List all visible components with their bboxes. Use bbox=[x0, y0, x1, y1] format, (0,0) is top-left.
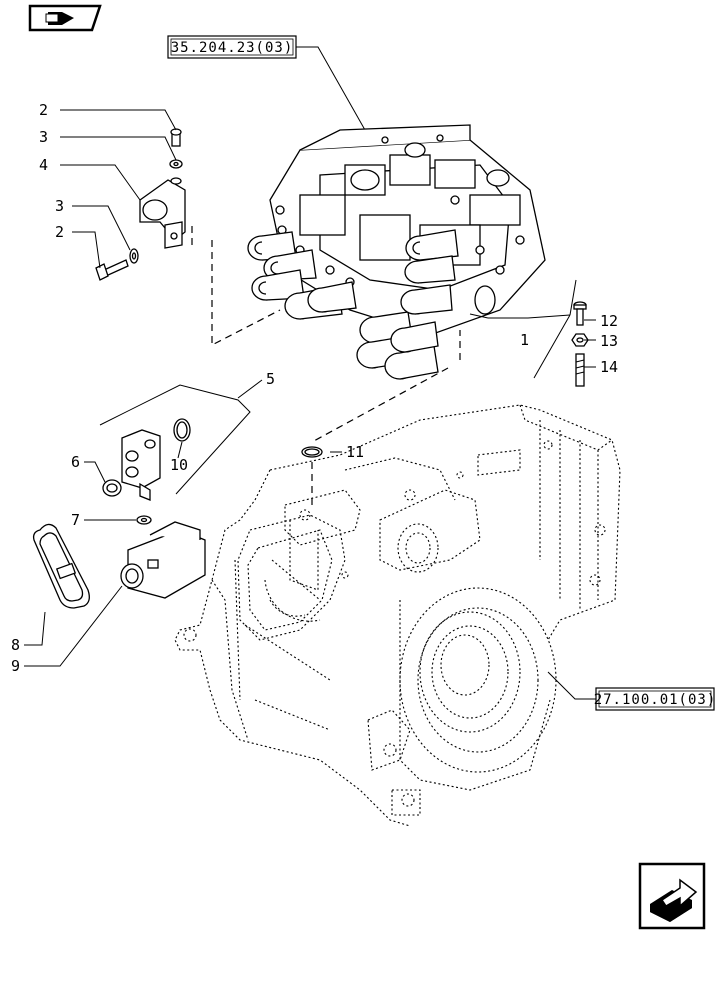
callout-7: 7 bbox=[71, 511, 80, 529]
callout-2-top: 2 bbox=[39, 101, 48, 119]
previous-page-icon[interactable] bbox=[28, 4, 102, 32]
callout-numbers: 2 3 4 3 2 1 12 13 14 11 5 10 6 7 8 9 bbox=[11, 101, 618, 675]
callout-9: 9 bbox=[11, 657, 20, 675]
leader-transmission-housing bbox=[547, 671, 596, 700]
callout-leaders bbox=[24, 109, 596, 667]
leader-valve-block bbox=[296, 46, 366, 131]
callout-5: 5 bbox=[266, 370, 275, 388]
callout-12: 12 bbox=[600, 312, 618, 330]
oring-part-11 bbox=[301, 446, 323, 458]
next-page-icon[interactable] bbox=[638, 862, 706, 930]
screw-part-side bbox=[95, 259, 129, 281]
washer-part-7 bbox=[136, 515, 152, 525]
stud-part-14 bbox=[575, 353, 585, 387]
washer-part-top bbox=[169, 159, 183, 185]
callout-1: 1 bbox=[520, 331, 529, 349]
valve-body-part-9 bbox=[120, 521, 206, 599]
callout-14: 14 bbox=[600, 358, 618, 376]
transmission-housing bbox=[174, 404, 621, 827]
bolt-part-12 bbox=[573, 301, 587, 326]
callout-11: 11 bbox=[346, 443, 364, 461]
callout-6: 6 bbox=[71, 453, 80, 471]
callout-8: 8 bbox=[11, 636, 20, 654]
washer-part-side bbox=[129, 248, 139, 264]
reference-box-valve-block[interactable]: 35.204.23(03) bbox=[167, 35, 297, 59]
reference-box-transmission-housing[interactable]: 27.100.01(03) bbox=[594, 687, 717, 711]
callout-3-top: 3 bbox=[39, 128, 48, 146]
control-valve-block bbox=[247, 124, 546, 380]
oring-part-10 bbox=[173, 418, 191, 442]
bracket-part bbox=[139, 179, 186, 249]
callout-10: 10 bbox=[170, 456, 188, 474]
callout-4: 4 bbox=[39, 156, 48, 174]
gasket-part-8 bbox=[32, 523, 90, 609]
assembly-line-valve-housing bbox=[311, 367, 449, 443]
reference-label-valve-block: 35.204.23(03) bbox=[171, 40, 294, 56]
callout-3-side: 3 bbox=[55, 197, 64, 215]
screw-part-top bbox=[170, 128, 182, 147]
callout-2-side: 2 bbox=[55, 223, 64, 241]
solenoid-valve-part bbox=[121, 429, 161, 501]
reference-label-transmission-housing: 27.100.01(03) bbox=[594, 692, 717, 708]
nut-part-13 bbox=[571, 333, 589, 347]
callout-13: 13 bbox=[600, 332, 618, 350]
fitting-part-6 bbox=[102, 479, 122, 497]
